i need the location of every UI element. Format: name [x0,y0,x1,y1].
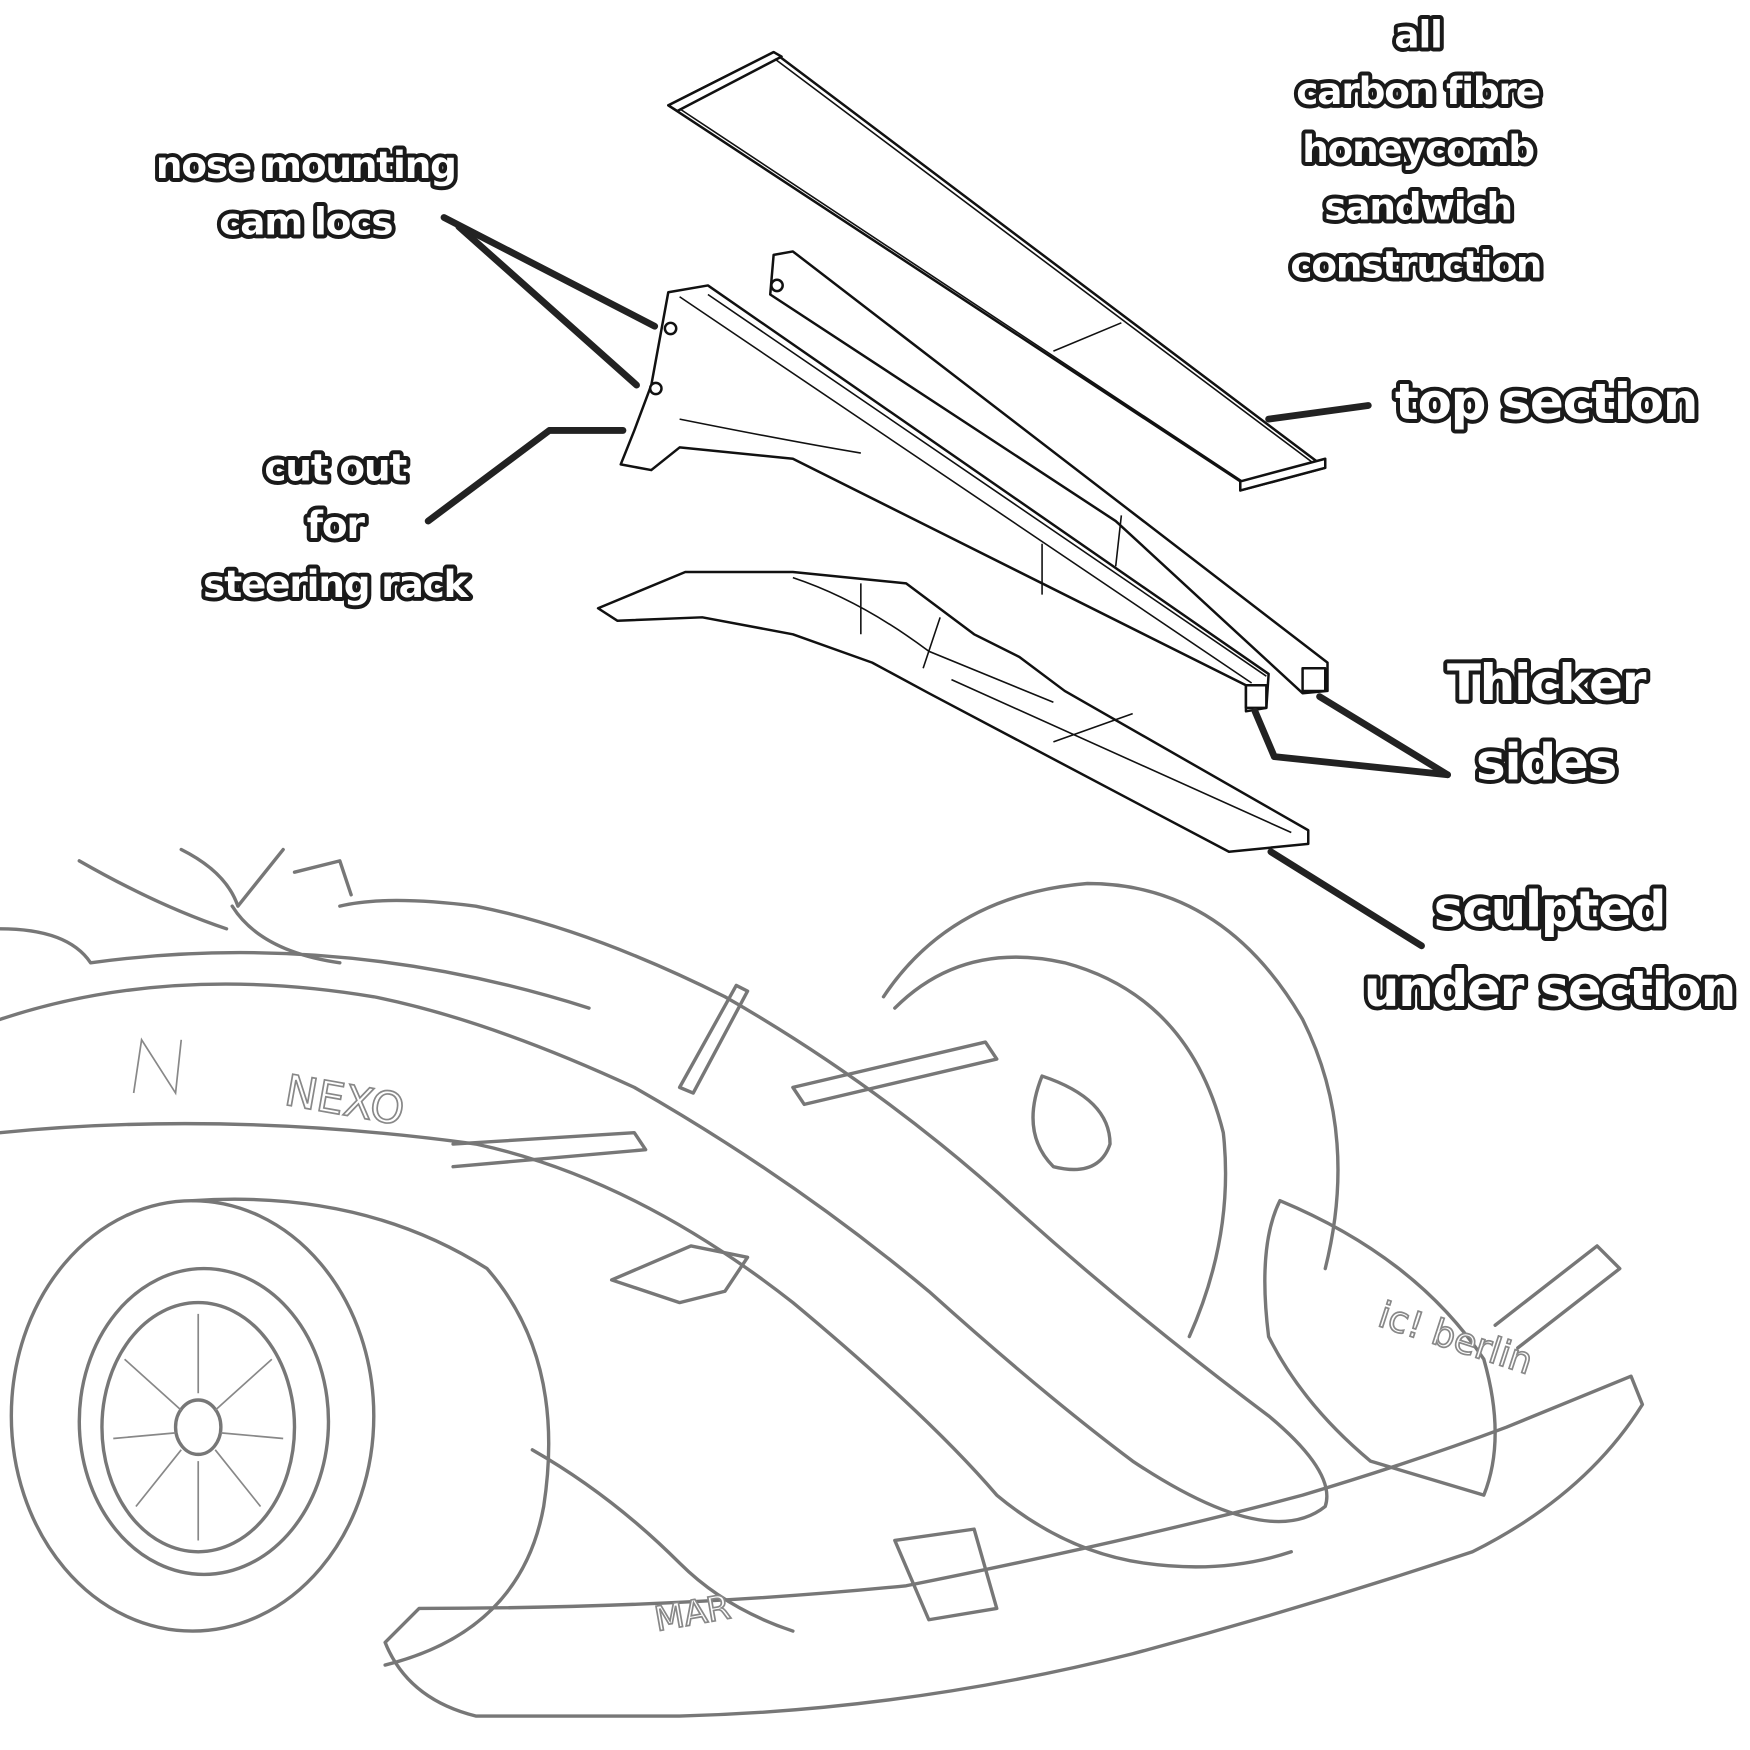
label-cam-locs: nose mounting cam locs [152,139,461,248]
label-line: construction [1290,243,1541,287]
leader-thicker-sides-left [1251,707,1451,779]
leader-cutout [424,427,627,525]
leader-lines [424,214,1451,950]
label-construction-note: all carbon fibre honeycomb sandwich cons… [1286,9,1546,291]
label-line: steering rack [203,562,470,606]
leader-cam-loc-upper [440,214,659,330]
label-line: cut out [264,445,406,489]
leader-cam-loc-lower [455,223,640,389]
top-section-part [667,50,1327,492]
leader-thicker-sides-right [1316,693,1451,779]
under-section-part [596,570,1310,854]
label-line: sculpted [1434,881,1666,939]
label-line: cam locs [219,199,392,243]
label-line: all [1394,13,1441,57]
decal-wing-text: MAR [652,1587,734,1640]
label-line: carbon fibre [1296,69,1540,113]
label-top-section: top section [1395,373,1697,431]
label-line: honeycomb [1302,127,1534,171]
label-line: Thicker [1447,654,1647,712]
label-line: for [307,503,366,547]
cam-loc-lower-icon [648,381,663,396]
label-thicker-sides: Thicker sides [1443,650,1652,795]
label-under-section: sculpted under section [1360,877,1740,1022]
side-panels-part [619,250,1329,713]
label-line: sandwich [1324,185,1512,229]
label-cutout: cut out for steering rack [199,441,475,610]
decal-ic-berlin: ic! berlin [1373,1293,1538,1383]
leader-under-section [1267,848,1425,950]
leader-top-section [1265,402,1372,423]
label-line: nose mounting [156,143,456,187]
label-line: sides [1476,733,1616,791]
nexo-logo-icon [132,1037,183,1096]
cam-loc-upper-icon [663,321,678,336]
label-line: under section [1364,960,1735,1018]
